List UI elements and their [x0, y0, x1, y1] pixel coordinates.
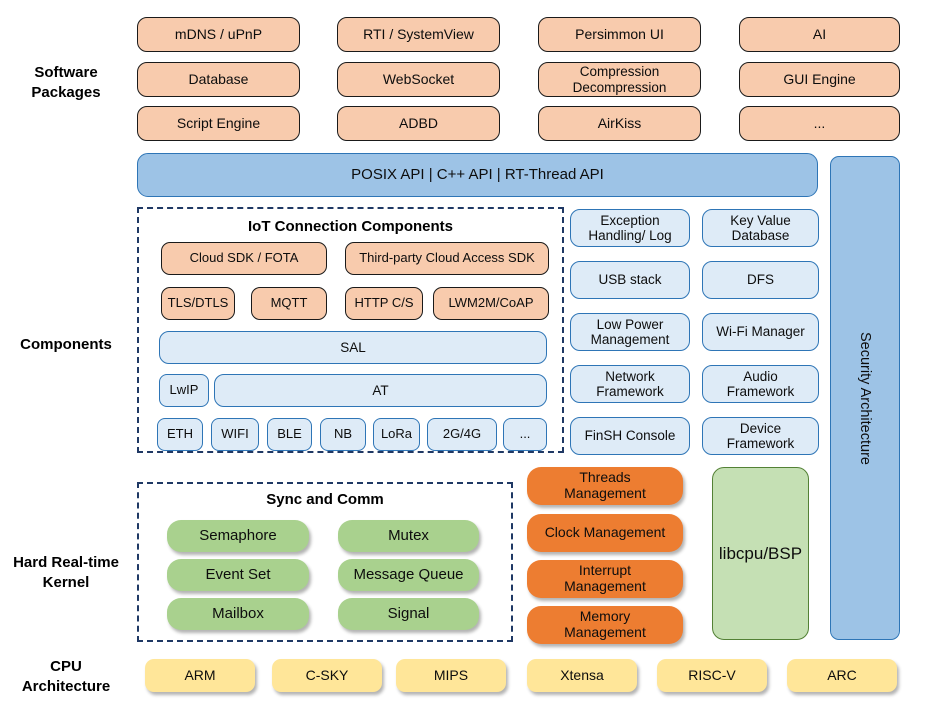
cpu-arc-box: ARC [787, 659, 897, 692]
iot-box-title: IoT Connection Components [248, 218, 453, 235]
tls-dtls-box: TLS/DTLS [161, 287, 235, 320]
pkg-mdns-upnp: mDNS / uPnP [137, 17, 300, 52]
pkg-airkiss: AirKiss [538, 106, 701, 141]
ble-box: BLE [267, 418, 312, 451]
memory-management-box: Memory Management [527, 606, 683, 644]
pkg-ai: AI [739, 17, 900, 52]
pkg-more: ... [739, 106, 900, 141]
lwip-box: LwIP [159, 374, 209, 407]
pkg-gui-engine: GUI Engine [739, 62, 900, 97]
finsh-console-box: FinSH Console [570, 417, 690, 455]
clock-management-box: Clock Management [527, 514, 683, 552]
pkg-compression-decompression: Compression Decompression [538, 62, 701, 97]
at-box: AT [214, 374, 547, 407]
signal-box: Signal [338, 598, 479, 630]
mqtt-box: MQTT [251, 287, 327, 320]
key-value-database-box: Key Value Database [702, 209, 819, 247]
sync-and-comm-title: Sync and Comm [266, 491, 384, 508]
2g4g-box: 2G/4G [427, 418, 497, 451]
cpu-xtensa-box: Xtensa [527, 659, 637, 692]
cloud-sdk-fota-box: Cloud SDK / FOTA [161, 242, 327, 275]
wifi-box: WIFI [211, 418, 259, 451]
eth-box: ETH [157, 418, 203, 451]
mutex-box: Mutex [338, 520, 479, 552]
pkg-websocket: WebSocket [337, 62, 500, 97]
interrupt-management-box: Interrupt Management [527, 560, 683, 598]
section-label-software-packages: Software Packages [31, 64, 101, 101]
network-framework-box: Network Framework [570, 365, 690, 403]
usb-stack-box: USB stack [570, 261, 690, 299]
pkg-script-engine: Script Engine [137, 106, 300, 141]
cpu-csky-box: C-SKY [272, 659, 382, 692]
pkg-rti-systemview: RTI / SystemView [337, 17, 500, 52]
exception-handling-log-box: Exception Handling/ Log [570, 209, 690, 247]
more-links-box: ... [503, 418, 547, 451]
iot-connection-components-box: IoT Connection Components Cloud SDK / FO… [137, 207, 564, 453]
semaphore-box: Semaphore [167, 520, 309, 552]
section-label-kernel: Hard Real-time Kernel [13, 554, 119, 591]
http-cs-box: HTTP C/S [345, 287, 423, 320]
pkg-persimmon-ui: Persimmon UI [538, 17, 701, 52]
lora-box: LoRa [373, 418, 420, 451]
message-queue-box: Message Queue [338, 559, 479, 591]
section-label-components: Components [20, 336, 112, 353]
cpu-mips-box: MIPS [396, 659, 506, 692]
device-framework-box: Device Framework [702, 417, 819, 455]
audio-framework-box: Audio Framework [702, 365, 819, 403]
sal-box: SAL [159, 331, 547, 364]
security-architecture-bar: Security Architecture [830, 156, 900, 640]
dfs-box: DFS [702, 261, 819, 299]
threads-management-box: Threads Management [527, 467, 683, 505]
cpu-arm-box: ARM [145, 659, 255, 692]
pkg-adbd: ADBD [337, 106, 500, 141]
event-set-box: Event Set [167, 559, 309, 591]
low-power-management-box: Low Power Management [570, 313, 690, 351]
cpu-riscv-box: RISC-V [657, 659, 767, 692]
lwm2m-coap-box: LWM2M/CoAP [433, 287, 549, 320]
mailbox-box: Mailbox [167, 598, 309, 630]
pkg-database: Database [137, 62, 300, 97]
api-bar: POSIX API | C++ API | RT-Thread API [137, 153, 818, 197]
nb-box: NB [320, 418, 366, 451]
wifi-manager-box: Wi-Fi Manager [702, 313, 819, 351]
sync-and-comm-box: Sync and Comm Semaphore Mutex Event Set … [137, 482, 513, 642]
libcpu-bsp-box: libcpu/BSP [712, 467, 809, 640]
section-label-cpu: CPU Architecture [21, 658, 111, 695]
third-party-cloud-sdk-box: Third-party Cloud Access SDK [345, 242, 549, 275]
